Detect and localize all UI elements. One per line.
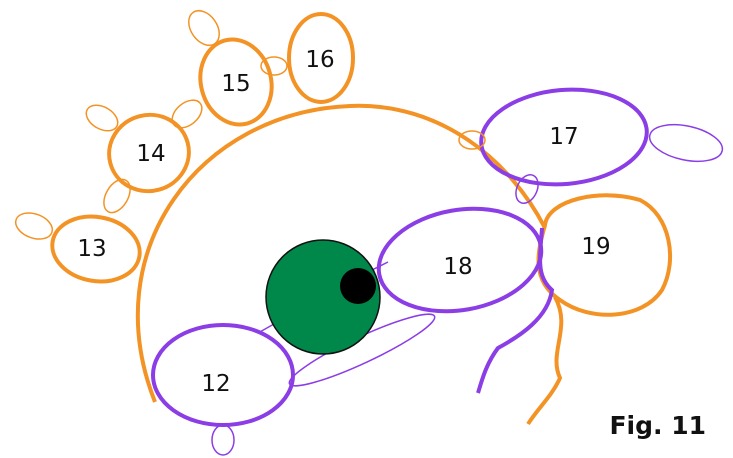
- label-16: 16: [305, 47, 334, 73]
- bud-14-left: [85, 104, 119, 132]
- bud-14-bottom: [103, 178, 131, 214]
- bud-15-16-link: [260, 56, 288, 76]
- bud-15-top: [188, 9, 220, 47]
- label-17: 17: [549, 124, 578, 150]
- blob-17: [479, 87, 649, 187]
- label-14: 14: [136, 141, 165, 167]
- black-dot: [340, 268, 376, 304]
- label-15: 15: [221, 71, 250, 97]
- bud-12-bottom: [211, 424, 235, 456]
- bud-14-right: [171, 99, 203, 129]
- blob-16: [287, 12, 355, 104]
- bud-17-bottom: [515, 174, 539, 204]
- blob-13: [50, 214, 142, 284]
- bud-13-left: [14, 212, 54, 240]
- label-19: 19: [581, 234, 610, 260]
- label-13: 13: [77, 236, 106, 262]
- purple-stem: [476, 227, 555, 394]
- figure-caption: Fig. 11: [609, 411, 706, 440]
- orange-stem: [526, 296, 564, 426]
- blob-14: [107, 112, 191, 194]
- bud-17-right: [648, 123, 724, 163]
- blob-15: [198, 37, 274, 127]
- label-18: 18: [443, 254, 472, 280]
- label-12: 12: [201, 371, 230, 397]
- bud-17-left: [458, 130, 486, 150]
- green-sphere: [265, 239, 381, 355]
- orange-dome-arc: [136, 103, 547, 403]
